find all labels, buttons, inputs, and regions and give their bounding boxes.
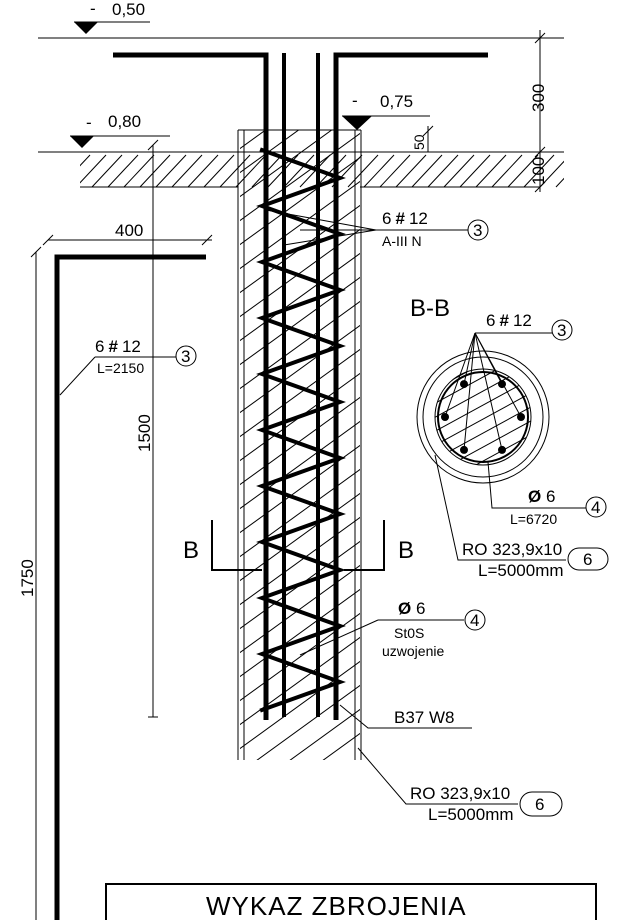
svg-text:-: - — [86, 113, 92, 132]
svg-text:B37 W8: B37 W8 — [394, 708, 454, 727]
section-bar-leaders — [444, 332, 522, 451]
dimension-1750: 1750 — [18, 246, 42, 920]
section-tube-label: RO 323,9x10 L=5000mm 6 — [434, 454, 609, 580]
section-bb: B-B 6#12 3 — [410, 295, 573, 484]
svg-text:B: B — [398, 537, 414, 564]
tube-label-bottom: RO 323,9x10 L=5000mm 6 — [357, 747, 563, 824]
spiral-label: Ø 6 St0S uzwojenie 4 — [299, 599, 486, 659]
svg-text:-: - — [90, 0, 96, 18]
rebar-label-main: 6#12 A-III N 3 — [265, 209, 489, 249]
svg-text:-: - — [352, 91, 358, 110]
svg-text:L=5000mm: L=5000mm — [428, 805, 514, 824]
svg-text:6#12: 6#12 — [95, 337, 141, 356]
svg-text:4: 4 — [470, 611, 479, 630]
steel-tube-walls — [237, 129, 362, 760]
svg-text:B-B: B-B — [410, 295, 450, 322]
svg-text:L=5000mm: L=5000mm — [478, 561, 564, 580]
svg-text:L=2150: L=2150 — [97, 360, 144, 376]
svg-text:6: 6 — [416, 599, 425, 618]
svg-text:4: 4 — [591, 498, 600, 517]
section-cut-right: B — [344, 520, 414, 571]
svg-text:3: 3 — [557, 321, 566, 340]
dimension-300: 300 100 — [529, 30, 548, 193]
dimension-400: 400 — [42, 221, 213, 246]
svg-text:3: 3 — [473, 221, 482, 240]
svg-text:L=6720: L=6720 — [510, 511, 557, 527]
bar-detail-shape — [54, 254, 206, 920]
svg-text:WYKAZ ZBROJENIA: WYKAZ ZBROJENIA — [206, 891, 467, 920]
svg-text:6: 6 — [546, 487, 555, 506]
svg-text:RO 323,9x10: RO 323,9x10 — [410, 784, 510, 803]
section-cut-left: B — [183, 520, 262, 571]
concrete-label: B37 W8 — [339, 704, 472, 729]
rebar-label-detail: 6#12 L=2150 3 — [59, 337, 197, 396]
svg-text:St0S: St0S — [394, 625, 424, 641]
svg-text:6#12: 6#12 — [486, 311, 532, 330]
schedule-title-box: WYKAZ ZBROJENIA — [105, 883, 597, 920]
svg-text:A-III N: A-III N — [382, 233, 422, 249]
spiral-winding — [256, 147, 346, 713]
svg-text:100: 100 — [529, 157, 548, 185]
svg-text:0,80: 0,80 — [108, 112, 141, 131]
svg-text:6: 6 — [535, 795, 544, 814]
level-mark-top: - 0,50 — [74, 0, 150, 34]
svg-text:6: 6 — [583, 550, 592, 569]
svg-text:1750: 1750 — [18, 559, 37, 597]
svg-text:3: 3 — [181, 347, 190, 366]
svg-text:uzwojenie: uzwojenie — [382, 643, 444, 659]
svg-text:0,50: 0,50 — [112, 0, 145, 19]
svg-text:400: 400 — [115, 221, 143, 240]
section-spiral-label: Ø 6 L=6720 4 — [487, 461, 607, 527]
svg-text:1500: 1500 — [135, 414, 154, 452]
svg-text:6#12: 6#12 — [382, 209, 428, 228]
svg-text:0,75: 0,75 — [380, 92, 413, 111]
dimension-50: 50 — [411, 125, 434, 152]
svg-text:Ø: Ø — [398, 599, 411, 618]
svg-text:B: B — [183, 537, 199, 564]
svg-text:50: 50 — [411, 134, 427, 150]
svg-text:RO 323,9x10: RO 323,9x10 — [462, 540, 562, 559]
svg-text:300: 300 — [529, 84, 548, 112]
level-mark-ground: - 0,80 — [70, 112, 170, 148]
dimension-1500: 1500 — [135, 139, 159, 718]
level-mark-pile-head: - 0,75 — [342, 91, 430, 130]
svg-text:Ø: Ø — [528, 487, 541, 506]
